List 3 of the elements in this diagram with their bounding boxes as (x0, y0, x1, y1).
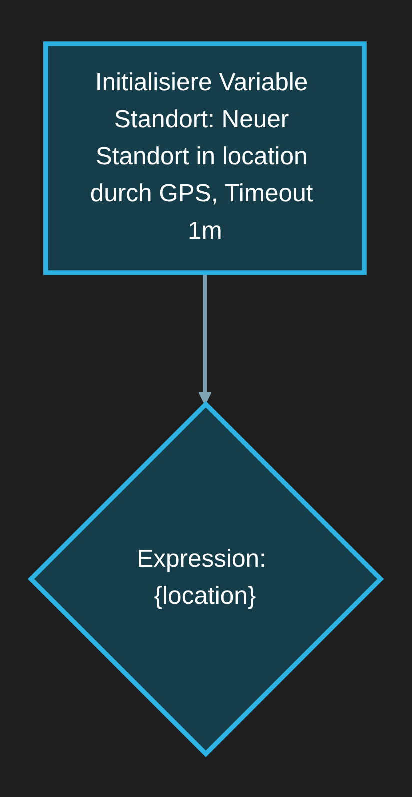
node-diamond: Expression: {location} (28, 400, 384, 757)
arrow (198, 272, 212, 405)
node-box: Initialisiere Variable Standort: Neuer Standort in location durch GPS, Timeout 1m (44, 41, 367, 275)
